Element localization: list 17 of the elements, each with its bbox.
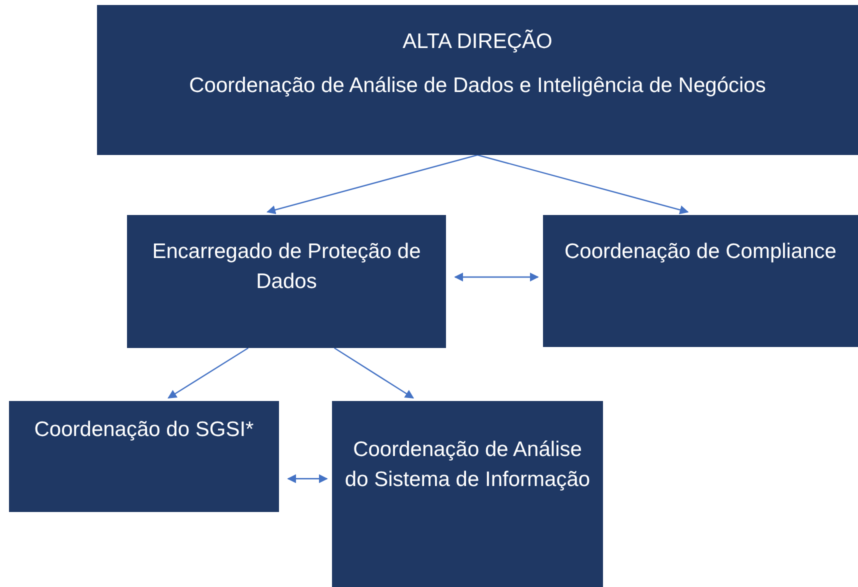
- box-heading: ALTA DIREÇÃO: [402, 28, 552, 55]
- org-box: [127, 215, 446, 348]
- org-box: [9, 401, 279, 512]
- arrow: [454, 272, 539, 282]
- org-box: [332, 401, 603, 587]
- org-box: [97, 5, 858, 155]
- box-label: Encarregado de Proteção de Dados: [151, 239, 422, 296]
- box-label: Coordenação do SGSI*: [34, 417, 254, 443]
- box-label: Coordenação de Análise de Dados e Inteligência de Negócios: [189, 73, 766, 100]
- arrow: [287, 474, 328, 484]
- arrow: [168, 347, 249, 399]
- org-box: [543, 215, 858, 347]
- box-label: Coordenação de Compliance: [564, 239, 836, 265]
- arrow: [334, 347, 414, 399]
- arrow: [266, 154, 478, 214]
- box-label: Coordenação de Análise do Sistema de Informação: [344, 437, 592, 494]
- arrow: [477, 154, 689, 214]
